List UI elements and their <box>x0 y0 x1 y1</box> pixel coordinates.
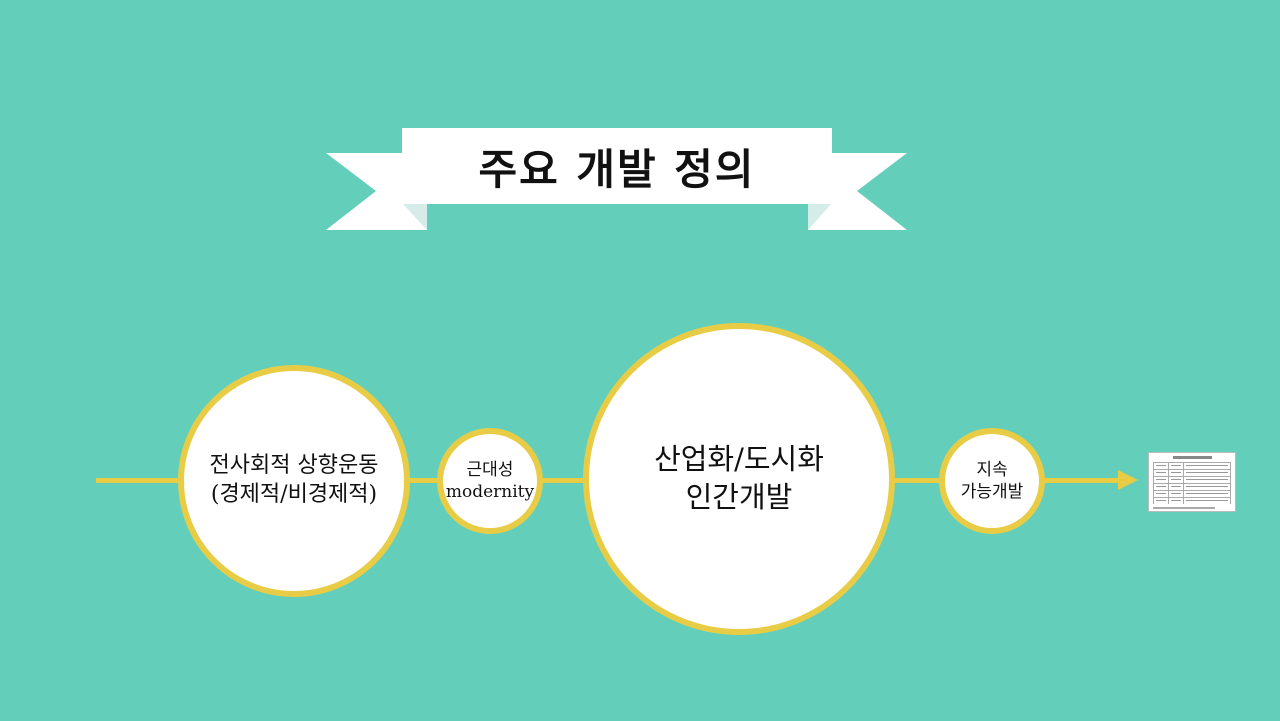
timeline-node-modernity[interactable]: 근대성 modernity <box>437 428 543 534</box>
timeline-node-sustainable-development[interactable]: 지속 가능개발 <box>939 428 1045 534</box>
page-title: 주요 개발 정의 <box>478 144 756 194</box>
timeline-node-social-upward-movement[interactable]: 전사회적 상향운동 (경제적/비경제적) <box>178 365 410 597</box>
table-thumbnail-icon[interactable] <box>1148 452 1236 512</box>
timeline-node-industrialization[interactable]: 산업화/도시화 인간개발 <box>583 323 895 635</box>
arrow-head-icon <box>1118 470 1138 490</box>
